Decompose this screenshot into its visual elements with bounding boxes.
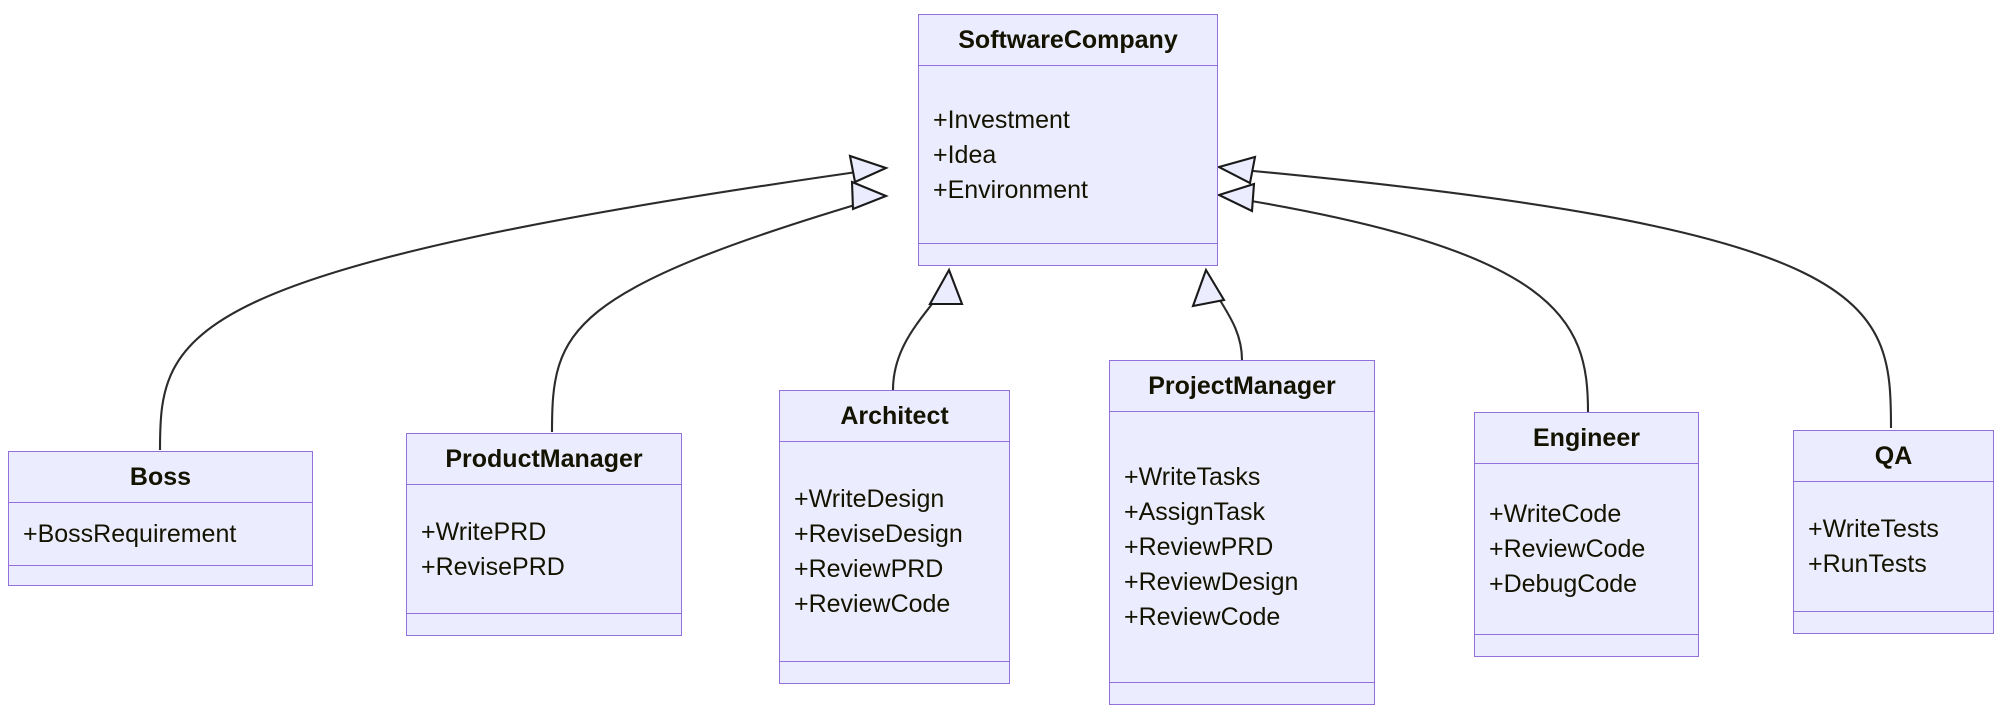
class-title-engineer: Engineer bbox=[1475, 413, 1698, 464]
class-attributes-engineer: +WriteCode +ReviewCode +DebugCode bbox=[1475, 464, 1698, 635]
class-methods-project-manager bbox=[1110, 683, 1374, 704]
class-node-architect[interactable]: Architect +WriteDesign +ReviseDesign +Re… bbox=[779, 390, 1010, 684]
class-title-product-manager: ProductManager bbox=[407, 434, 681, 485]
edge-architect-to-softwarecompany bbox=[891, 271, 950, 391]
class-title-architect: Architect bbox=[780, 391, 1009, 442]
arrowhead-generalization-projectmanager bbox=[1191, 267, 1226, 308]
class-attribute: +WriteCode bbox=[1489, 500, 1622, 528]
class-methods-product-manager bbox=[407, 614, 681, 635]
class-attribute: +Investment bbox=[933, 105, 1070, 134]
class-node-project-manager[interactable]: ProjectManager +WriteTasks +AssignTask +… bbox=[1109, 360, 1375, 705]
class-attribute: +ReviewCode bbox=[794, 590, 951, 618]
class-attributes-project-manager: +WriteTasks +AssignTask +ReviewPRD +Revi… bbox=[1110, 412, 1374, 683]
class-attributes-architect: +WriteDesign +ReviseDesign +ReviewPRD +R… bbox=[780, 442, 1009, 662]
class-attribute: +ReviewPRD bbox=[1124, 533, 1274, 561]
class-attribute: +AssignTask bbox=[1124, 498, 1266, 526]
class-attribute: +BossRequirement bbox=[23, 520, 237, 548]
class-node-product-manager[interactable]: ProductManager +WritePRD +RevisePRD bbox=[406, 433, 682, 636]
class-methods-engineer bbox=[1475, 635, 1698, 656]
class-attribute: +ReviewCode bbox=[1489, 535, 1646, 563]
class-attribute: +DebugCode bbox=[1489, 570, 1638, 598]
class-methods-boss bbox=[9, 566, 312, 585]
class-attributes-product-manager: +WritePRD +RevisePRD bbox=[407, 485, 681, 614]
class-attribute: +Environment bbox=[933, 175, 1088, 204]
class-attribute: +WritePRD bbox=[421, 517, 547, 546]
class-node-boss[interactable]: Boss +BossRequirement bbox=[8, 451, 313, 586]
edge-boss-to-softwarecompany bbox=[158, 166, 886, 451]
class-node-software-company[interactable]: SoftwareCompany +Investment +Idea +Envir… bbox=[918, 14, 1218, 266]
class-node-engineer[interactable]: Engineer +WriteCode +ReviewCode +DebugCo… bbox=[1474, 412, 1699, 657]
class-attribute: +WriteTasks bbox=[1124, 463, 1261, 491]
arrowhead-generalization-productmanager bbox=[850, 180, 889, 211]
class-title-boss: Boss bbox=[9, 452, 312, 503]
class-title-project-manager: ProjectManager bbox=[1110, 361, 1374, 412]
class-methods-architect bbox=[780, 662, 1009, 683]
class-attribute: +ReviewPRD bbox=[794, 555, 944, 583]
class-title-software-company: SoftwareCompany bbox=[919, 15, 1217, 66]
class-node-qa[interactable]: QA +WriteTests +RunTests bbox=[1793, 430, 1994, 634]
class-attribute: +ReviseDesign bbox=[794, 520, 963, 548]
class-attribute: +RevisePRD bbox=[421, 552, 565, 581]
arrowhead-generalization-engineer bbox=[1216, 182, 1256, 213]
arrowhead-generalization-qa bbox=[1216, 155, 1257, 185]
class-attribute: +WriteDesign bbox=[794, 485, 945, 513]
class-methods-software-company bbox=[919, 244, 1217, 265]
class-attributes-qa: +WriteTests +RunTests bbox=[1794, 482, 1993, 612]
class-attribute: +Idea bbox=[933, 140, 997, 169]
class-attribute: +ReviewCode bbox=[1124, 603, 1281, 631]
class-attribute: +WriteTests bbox=[1808, 515, 1939, 543]
class-attribute: +ReviewDesign bbox=[1124, 568, 1299, 596]
edge-projectmanager-to-softwarecompany bbox=[1205, 271, 1244, 361]
class-attributes-boss: +BossRequirement bbox=[9, 503, 312, 566]
class-attributes-software-company: +Investment +Idea +Environment bbox=[919, 66, 1217, 244]
arrowhead-generalization-boss bbox=[848, 154, 889, 184]
class-methods-qa bbox=[1794, 612, 1993, 633]
arrowhead-generalization-architect bbox=[928, 267, 964, 306]
class-title-qa: QA bbox=[1794, 431, 1993, 482]
class-attribute: +RunTests bbox=[1808, 550, 1927, 578]
